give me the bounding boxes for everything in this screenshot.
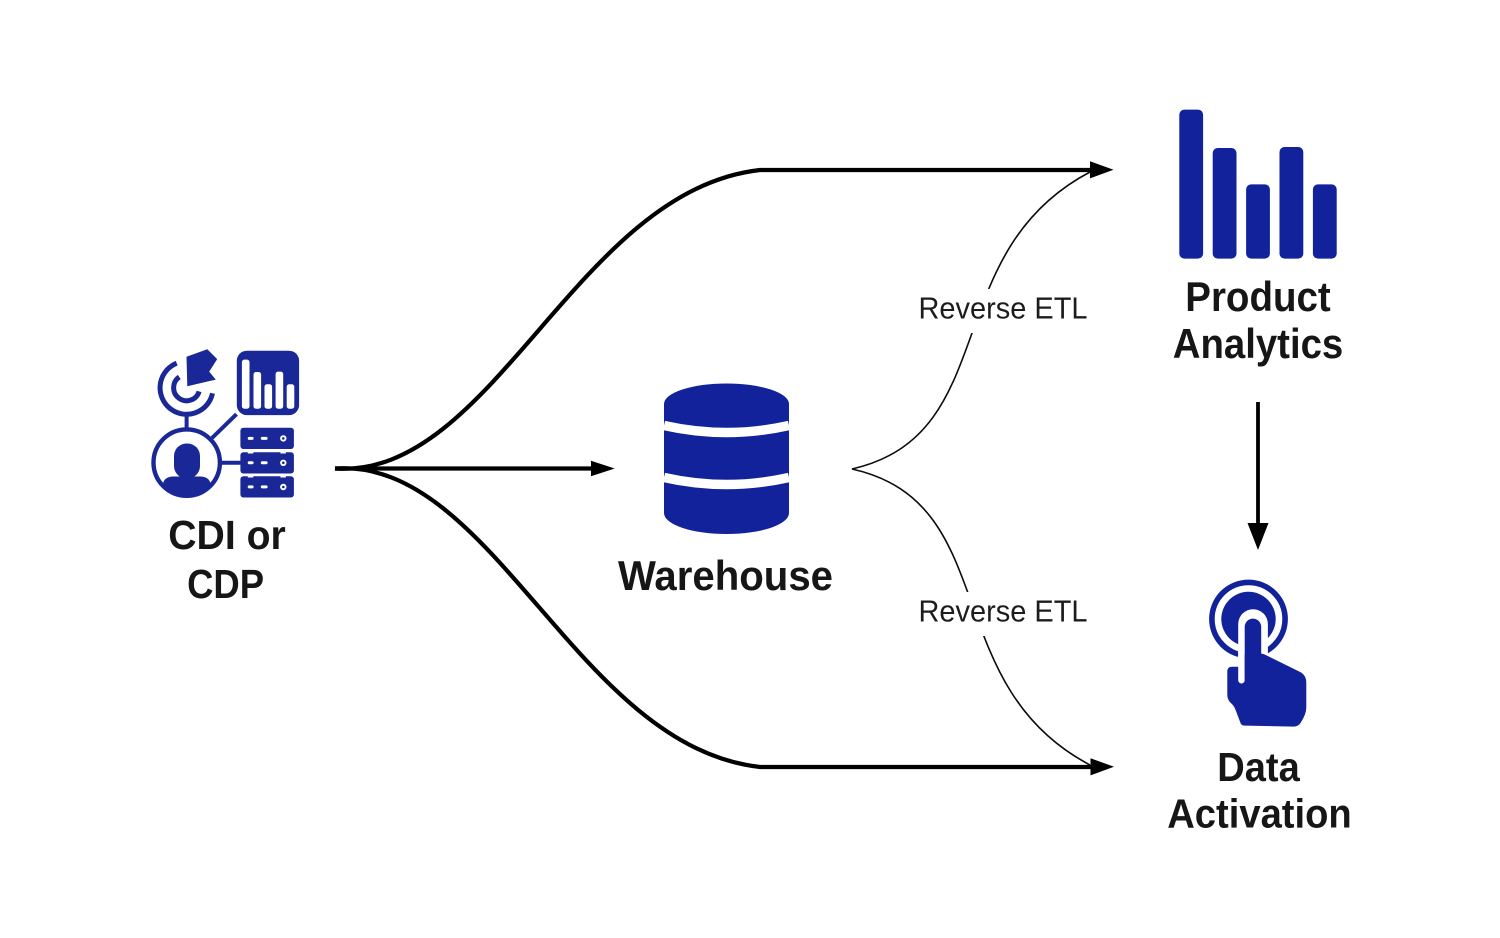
svg-text:Reverse ETL: Reverse ETL: [919, 292, 1088, 326]
svg-text:Activation: Activation: [1167, 791, 1352, 837]
svg-text:Analytics: Analytics: [1173, 320, 1344, 367]
svg-text:Product: Product: [1185, 273, 1331, 320]
svg-text:Warehouse: Warehouse: [618, 552, 833, 599]
svg-text:CDP: CDP: [187, 561, 264, 607]
svg-text:Reverse ETL: Reverse ETL: [919, 595, 1088, 629]
svg-text:CDI or: CDI or: [168, 512, 286, 558]
svg-text:Data: Data: [1217, 744, 1301, 790]
